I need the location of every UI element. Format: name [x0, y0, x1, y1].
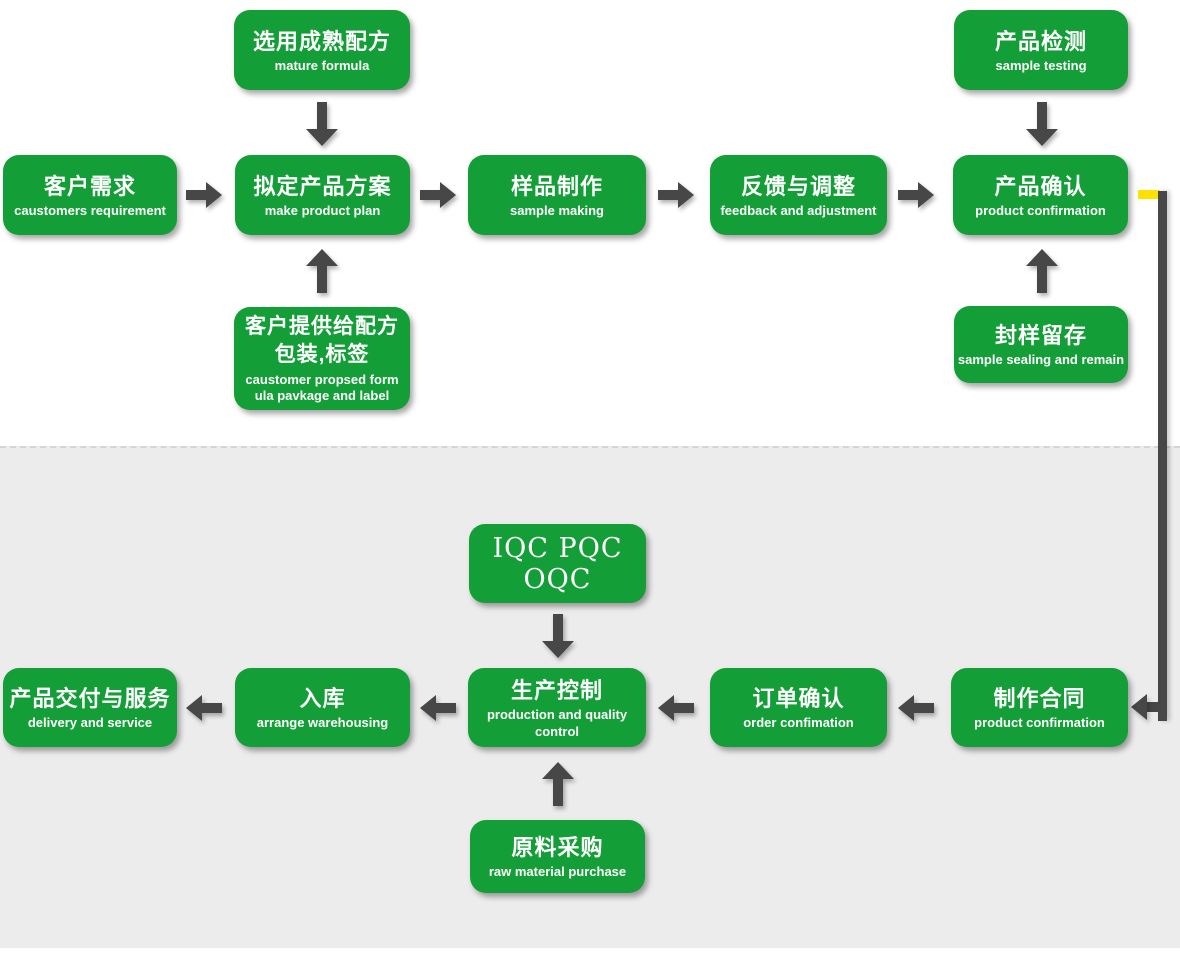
arrow-down-icon: [542, 614, 574, 658]
arrow-up-icon: [1026, 249, 1058, 293]
node-contract: 制作合同 product confirmation: [951, 668, 1128, 747]
arrow-left-icon: [186, 695, 222, 721]
connector-horizontal-arm: [1146, 702, 1167, 712]
node-subtitle-en: make product plan: [264, 202, 381, 218]
connector-vertical-line: [1158, 191, 1167, 721]
node-subtitle-en: production and quality control: [486, 706, 628, 739]
node-title-zh: 原料采购: [511, 835, 604, 860]
arrow-down-icon: [1026, 102, 1058, 146]
node-feedback-adjustment: 反馈与调整 feedback and adjustment: [710, 155, 887, 235]
node-subtitle-en: product confirmation: [975, 202, 1106, 218]
node-sample-testing: 产品检测 sample testing: [954, 10, 1128, 90]
node-subtitle-en: product confirmation: [974, 715, 1105, 730]
yellow-dash-icon: [1138, 190, 1160, 199]
arrow-right-icon: [658, 182, 694, 208]
node-delivery-service: 产品交付与服务 delivery and service: [3, 668, 177, 747]
node-customer-formula: 客户提供给配方 包装,标签 caustomer propsed form ula…: [234, 307, 410, 410]
node-subtitle-en: sample testing: [995, 57, 1087, 73]
node-title-zh: 入库: [299, 686, 346, 711]
node-subtitle-en: sample sealing and remain: [957, 352, 1125, 367]
node-iqc-pqc-oqc: IQC PQC OQC: [469, 524, 646, 603]
node-warehousing: 入库 arrange warehousing: [235, 668, 410, 747]
node-title-zh-line1: 客户提供给配方: [245, 315, 399, 338]
node-production-control: 生产控制 production and quality control: [468, 668, 646, 747]
node-subtitle-en: caustomers requirement: [14, 202, 166, 218]
node-title-zh: 制作合同: [993, 686, 1086, 711]
node-subtitle-en-line1: caustomer propsed form: [245, 372, 399, 387]
node-subtitle-en: raw material purchase: [488, 864, 627, 879]
arrow-down-icon: [306, 102, 338, 146]
node-subtitle-en: sample making: [510, 202, 604, 218]
arrow-up-icon: [542, 762, 574, 806]
node-sample-making: 样品制作 sample making: [468, 155, 646, 235]
node-title-zh-line2: 包装,标签: [274, 343, 370, 366]
node-subtitle-en: mature formula: [274, 57, 370, 73]
node-title-zh: 封样留存: [994, 323, 1087, 348]
node-subtitle-en: delivery and service: [27, 715, 153, 730]
node-title-zh: 产品检测: [994, 28, 1087, 54]
node-title-zh: 订单确认: [752, 686, 845, 711]
node-title-zh: 选用成熟配方: [252, 28, 391, 54]
node-customer-requirement: 客户需求 caustomers requirement: [3, 155, 177, 235]
node-title-zh: 拟定产品方案: [253, 173, 392, 199]
node-title-zh: 产品交付与服务: [9, 686, 171, 711]
connector-arrow-left-icon: [1131, 694, 1147, 720]
node-title-zh: 生产控制: [510, 677, 603, 703]
node-title-zh: 反馈与调整: [740, 173, 856, 199]
arrow-right-icon: [420, 182, 456, 208]
node-product-plan: 拟定产品方案 make product plan: [235, 155, 410, 235]
node-mature-formula: 选用成熟配方 mature formula: [234, 10, 410, 90]
arrow-left-icon: [898, 695, 934, 721]
node-subtitle-en: order confimation: [743, 715, 854, 730]
arrow-left-icon: [420, 695, 456, 721]
node-title-zh: 产品确认: [994, 173, 1087, 199]
node-sample-sealing: 封样留存 sample sealing and remain: [954, 306, 1128, 383]
arrow-right-icon: [186, 182, 222, 208]
node-title-zh: 样品制作: [510, 173, 603, 199]
node-product-confirmation: 产品确认 product confirmation: [953, 155, 1128, 235]
node-title-zh: 客户需求: [43, 173, 136, 199]
node-raw-material: 原料采购 raw material purchase: [470, 820, 645, 893]
arrow-right-icon: [898, 182, 934, 208]
arrow-up-icon: [306, 249, 338, 293]
arrow-left-icon: [658, 695, 694, 721]
node-subtitle-en: arrange warehousing: [256, 715, 389, 730]
node-subtitle-en: feedback and adjustment: [720, 202, 877, 218]
node-order-confirmation: 订单确认 order confimation: [710, 668, 887, 747]
node-subtitle-en-line2: ula pavkage and label: [254, 388, 390, 403]
node-title: IQC PQC OQC: [492, 532, 623, 595]
